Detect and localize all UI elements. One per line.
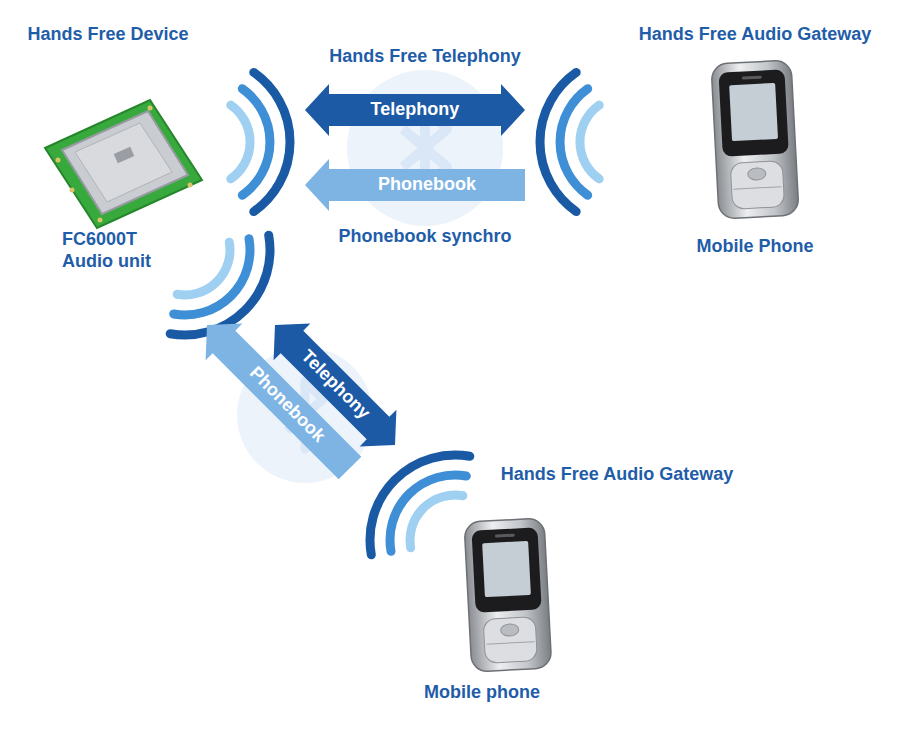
telephony-arrow <box>305 84 525 136</box>
section-heading: Hands Free Telephony <box>329 46 521 68</box>
radio-waves <box>231 72 290 211</box>
phonebook-arrow <box>305 159 525 211</box>
device-label: Mobile Phone <box>697 236 814 258</box>
device-label: Mobile phone <box>424 682 540 704</box>
device-label: FC6000T Audio unit <box>62 229 180 272</box>
edge-label: Telephony <box>371 99 460 121</box>
radio-waves <box>170 235 270 335</box>
device-node: Hands Free DeviceFC6000T Audio unit <box>15 20 305 325</box>
node-heading: Hands Free Audio Gateway <box>639 24 871 46</box>
mobile-phone <box>711 60 799 219</box>
radio-waves <box>540 72 599 211</box>
edge-label: Phonebook <box>378 174 476 196</box>
mobile-phone <box>464 518 552 672</box>
phone-node: Hands Free Audio GatewayMobile phone <box>350 445 760 715</box>
node-heading: Hands Free Audio Gateway <box>501 464 733 486</box>
section-heading: Phonebook synchro <box>338 226 511 248</box>
audio-module <box>45 100 202 228</box>
node-heading: Hands Free Device <box>27 24 188 46</box>
radio-waves <box>370 455 470 555</box>
phone-node: Hands Free Audio GatewayMobile Phone <box>525 20 890 270</box>
bluetooth-watermark <box>347 70 503 226</box>
